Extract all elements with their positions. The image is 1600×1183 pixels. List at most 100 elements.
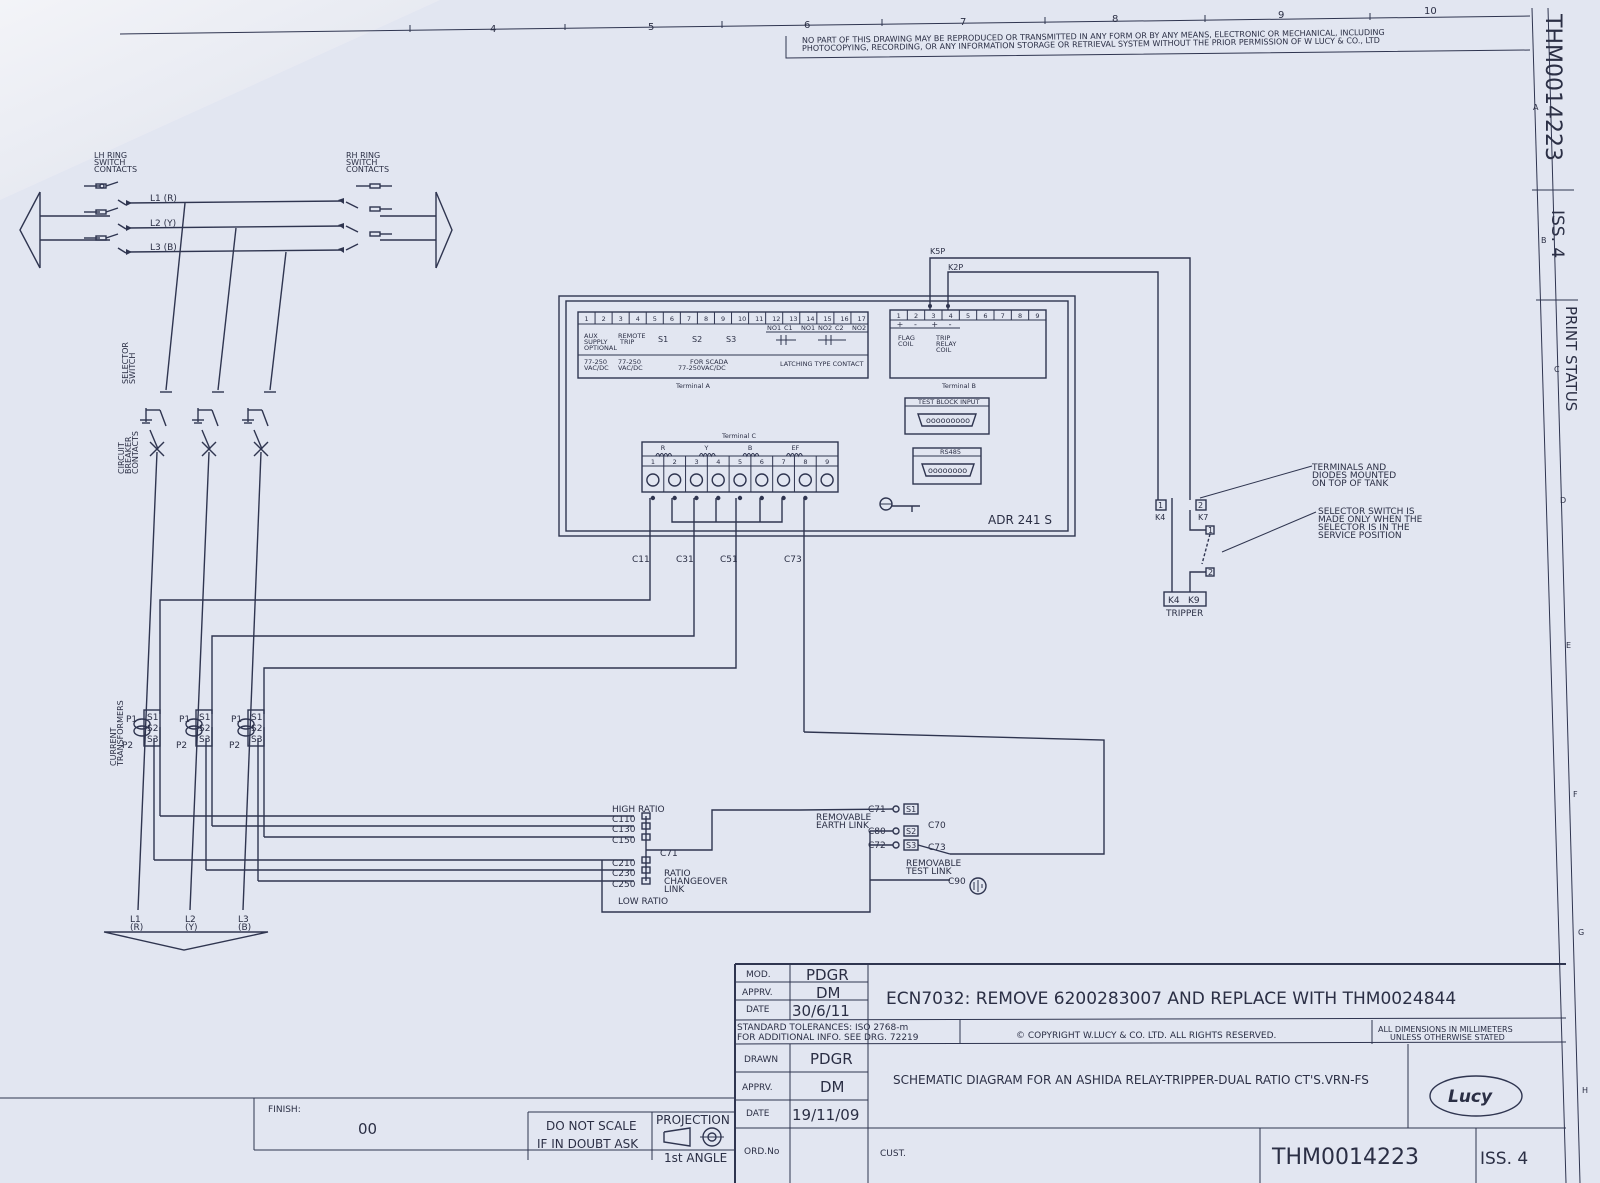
rh-ring-switch-contacts	[345, 183, 392, 251]
lh-ring-label-3: CONTACTS	[94, 165, 137, 174]
relay-name: ADR 241 S	[988, 513, 1052, 527]
note-selector-4: SERVICE POSITION	[1318, 531, 1402, 541]
lh-ring-label-2: SWITCH	[94, 158, 125, 167]
selector-label-1: SELECTOR	[121, 342, 130, 384]
ta-latching: LATCHING TYPE CONTACT	[780, 360, 863, 368]
tolerances-1: STANDARD TOLERANCES: ISO 2768-m	[737, 1023, 908, 1033]
ta-contact-4: C2	[835, 324, 844, 332]
tb-sign-0: +	[897, 320, 904, 329]
ct-r-s1: S1	[147, 713, 158, 723]
test-block-label: TEST BLOCK INPUT	[917, 398, 980, 406]
tb-mod-label: MOD.	[746, 970, 771, 980]
svg-text:1: 1	[1208, 526, 1213, 535]
ct-y-s2: S2	[199, 724, 210, 734]
term-c150: C150	[612, 836, 636, 846]
tc-pin-7: 7	[782, 458, 786, 466]
breaker-contact-1	[149, 429, 165, 457]
phase-line-l3	[125, 249, 345, 253]
ta-vac2-2: VAC/DC	[618, 364, 643, 372]
col-marker-5: 5	[648, 22, 654, 33]
ta-scada-1: FOR SCADA	[690, 358, 728, 366]
ta-s2: S2	[692, 335, 702, 344]
tb-mod: PDGR	[806, 966, 849, 984]
row-marker-b: B	[1541, 236, 1547, 245]
copyright: © COPYRIGHT W.LUCY & CO. LTD. ALL RIGHTS…	[1016, 1031, 1276, 1041]
ct-r: P1 P2 S1 S2 S3	[122, 709, 161, 751]
tb-flag-1: FLAG	[898, 334, 915, 342]
tb-pin-4: 4	[949, 312, 953, 320]
tb-issue: ISS. 4	[1480, 1149, 1528, 1169]
col-marker-6: 6	[804, 20, 810, 31]
col-marker-8: 8	[1112, 14, 1118, 25]
tb-flag-2: COIL	[898, 340, 914, 348]
tc-screw-1	[646, 473, 660, 487]
tripper-term-1: 1	[1158, 501, 1163, 510]
tb-pin-7: 7	[1001, 312, 1005, 320]
side-issue: ISS. 4	[1547, 210, 1567, 258]
phase-label-l2: L2 (Y)	[150, 219, 176, 229]
ring-switch-bus: LH RING SWITCH CONTACTS RH RING SWITCH C…	[19, 151, 453, 393]
wire-c73: C73	[784, 555, 802, 565]
tb-pin-3: 3	[931, 312, 935, 320]
paper-fold	[0, 0, 440, 200]
breaker-contact-2	[201, 429, 217, 457]
note-terminals-3: ON TOP OF TANK	[1312, 479, 1389, 489]
ct-label-2: TRANSFORMERS	[116, 700, 125, 767]
col-marker-10: 10	[1424, 6, 1437, 17]
ct-r-s3: S3	[147, 735, 158, 745]
link-c80: C80	[868, 827, 886, 837]
projection-symbol	[663, 1127, 691, 1147]
ta-pin-16: 16	[840, 315, 848, 323]
tb-pin-8: 8	[1018, 312, 1022, 320]
bottom-phase-l1: L1	[130, 915, 141, 925]
rh-ring-label-3: CONTACTS	[346, 165, 389, 174]
changeover-2: CHANGEOVER	[664, 877, 728, 887]
bottom-phase-l2: L2	[185, 915, 196, 925]
row-marker-c: C	[1554, 365, 1560, 374]
ta-aux-2: SUPPLY	[584, 338, 607, 346]
tb-drawn: PDGR	[810, 1050, 853, 1068]
ct-b-p1: P1	[231, 715, 242, 725]
link-c70: C70	[928, 821, 946, 831]
ta-contact-5: NO2	[852, 324, 866, 332]
tb-apprv2-label: APPRV.	[742, 1083, 773, 1093]
selector-earth-1	[140, 408, 167, 427]
tb-apprv2: DM	[820, 1078, 845, 1096]
ratio-terminals: HIGH RATIO C110 C130 C150 C210 C230 C250…	[601, 805, 871, 913]
rh-ring-label-2: SWITCH	[346, 158, 377, 167]
tb-date-label: DATE	[746, 1005, 770, 1015]
tc-pin-3: 3	[694, 458, 698, 466]
terminal-b-caption: Terminal B	[941, 382, 976, 390]
rs485-port	[921, 463, 975, 477]
dont-scale-2: IF IN DOUBT ASK	[537, 1137, 639, 1151]
tolerances-2: FOR ADDITIONAL INFO. SEE DRG. 72219	[737, 1033, 919, 1043]
term-c110: C110	[612, 815, 636, 825]
tc-pin-2: 2	[673, 458, 677, 466]
ta-s1: S1	[658, 335, 668, 344]
projection-angle: 1st ANGLE	[664, 1151, 727, 1165]
lucy-logo	[1429, 1075, 1523, 1117]
dont-scale-1: DO NOT SCALE	[546, 1119, 637, 1133]
tripper-box-k4: K4	[1168, 596, 1180, 606]
ta-pin-4: 4	[636, 315, 640, 323]
row-marker-h: H	[1582, 1086, 1588, 1095]
ct-y-s3: S3	[199, 735, 210, 745]
ct-secondary-wiring	[153, 550, 737, 882]
tc-screw-2	[667, 473, 682, 487]
tb-trip-3: COIL	[936, 346, 952, 354]
ta-pin-1: 1	[585, 315, 589, 323]
lh-ring-label-1: LH RING	[94, 151, 127, 160]
tb-drawing-no: THM0014223	[1271, 1145, 1419, 1170]
top-border: 4 5 6 7 8 9 10	[119, 6, 1531, 35]
ta-pin-15: 15	[823, 315, 831, 323]
ta-aux-1: AUX	[584, 332, 598, 340]
link-s3: S3	[906, 841, 916, 850]
tc-screw-4	[711, 473, 725, 487]
ta-pin-12: 12	[772, 315, 780, 323]
bottom-phase-r: (R)	[130, 923, 143, 933]
wire-c51: C51	[720, 555, 738, 565]
tb-sign-3: -	[949, 320, 952, 329]
tc-screw-8	[798, 473, 813, 487]
